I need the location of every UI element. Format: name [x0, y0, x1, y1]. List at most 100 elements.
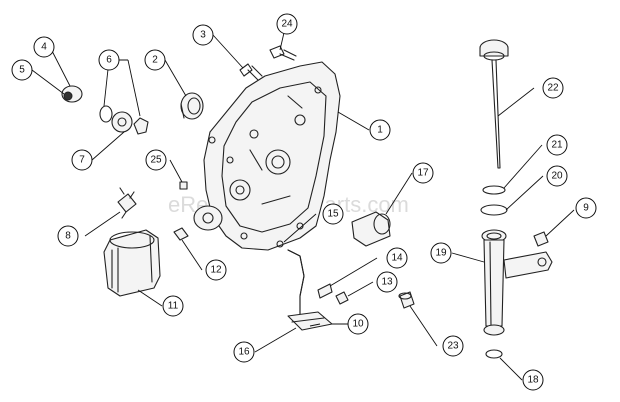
svg-text:8: 8 [65, 231, 71, 242]
callout-16: 16 [233, 341, 255, 363]
callout-14: 14 [386, 247, 408, 269]
leader-17 [385, 172, 413, 215]
callout-1: 1 [369, 119, 391, 141]
leader-14 [329, 257, 378, 287]
leader-5 [31, 69, 65, 95]
o-ring-21 [482, 185, 506, 195]
bolt-24 [269, 45, 297, 61]
leader-18 [499, 357, 523, 381]
callout-11: 11 [162, 295, 184, 317]
leader-16 [254, 327, 297, 353]
fitting-23 [398, 291, 415, 309]
governor-assembly [111, 111, 149, 135]
screw-13 [335, 291, 349, 305]
small-plug-25 [179, 181, 188, 190]
svg-text:24: 24 [281, 19, 293, 30]
leader-25 [169, 159, 183, 183]
svg-text:7: 7 [79, 155, 85, 166]
callout-17: 17 [412, 162, 434, 184]
callout-25: 25 [145, 149, 167, 171]
leader-1 [337, 111, 370, 131]
leader-12 [181, 239, 203, 271]
svg-text:10: 10 [352, 319, 364, 330]
o-ring-6 [99, 105, 113, 123]
leader-10a [309, 323, 321, 327]
leader-9 [545, 209, 575, 237]
oil-filter [103, 229, 161, 297]
pressure-switch [117, 187, 137, 219]
svg-text:16: 16 [238, 347, 250, 358]
svg-text:18: 18 [527, 375, 539, 386]
svg-text:3: 3 [200, 30, 206, 41]
o-ring-18 [485, 349, 503, 359]
leader-7 [91, 131, 125, 161]
callout-20: 20 [546, 165, 568, 187]
oil-fill-tube [481, 229, 553, 336]
svg-text:17: 17 [417, 168, 429, 179]
sleeve [351, 211, 391, 247]
callout-9: 9 [575, 197, 597, 219]
callout-3: 3 [192, 24, 214, 46]
svg-text:1: 1 [377, 125, 383, 136]
svg-text:9: 9 [583, 203, 589, 214]
callout-7: 7 [71, 149, 93, 171]
oil-seal [180, 92, 204, 120]
dipstick [479, 39, 509, 169]
svg-text:12: 12 [210, 265, 222, 276]
leader-6c [127, 59, 141, 117]
bracket [317, 283, 333, 299]
svg-text:13: 13 [381, 277, 393, 288]
svg-text:5: 5 [19, 65, 25, 76]
callout-8: 8 [57, 225, 79, 247]
drain-plug [173, 227, 189, 241]
callout-12: 12 [205, 259, 227, 281]
svg-text:20: 20 [551, 171, 563, 182]
callout-18: 18 [522, 369, 544, 391]
svg-text:6: 6 [106, 55, 112, 66]
callout-10: 10 [347, 313, 369, 335]
callout-2: 2 [144, 49, 166, 71]
callout-15: 15 [322, 203, 344, 225]
leader-23 [409, 305, 438, 347]
leader-19 [451, 252, 485, 263]
bolt-3 [239, 63, 263, 81]
svg-text:15: 15 [327, 209, 339, 220]
leader-8 [84, 211, 121, 237]
svg-text:19: 19 [435, 248, 447, 259]
callout-24: 24 [276, 13, 298, 35]
o-ring-15 [276, 240, 284, 248]
svg-text:21: 21 [551, 140, 563, 151]
small-cap-5 [63, 91, 73, 101]
svg-text:14: 14 [391, 253, 403, 264]
callout-6: 6 [98, 49, 120, 71]
svg-text:23: 23 [447, 341, 459, 352]
leader-22 [497, 87, 535, 117]
callout-13: 13 [376, 271, 398, 293]
oil-pickup-tube [287, 249, 333, 331]
callout-21: 21 [546, 134, 568, 156]
leader-4 [49, 46, 71, 87]
callout-19: 19 [430, 242, 452, 264]
leader-11 [137, 289, 163, 307]
svg-text:11: 11 [168, 301, 179, 312]
svg-text:2: 2 [152, 55, 158, 66]
callouts: 1 2 3 4 5 6 7 8 9 10 11 12 13 14 15 16 1… [11, 13, 597, 391]
svg-text:25: 25 [150, 155, 162, 166]
leader-2 [164, 59, 187, 97]
callout-22: 22 [542, 77, 564, 99]
leader-15 [283, 213, 317, 243]
leader-21 [503, 144, 543, 189]
callout-23: 23 [442, 335, 464, 357]
svg-text:4: 4 [41, 42, 47, 53]
leader-20 [505, 175, 544, 211]
svg-text:22: 22 [547, 83, 559, 94]
leader-3 [212, 34, 244, 69]
callout-5: 5 [11, 59, 33, 81]
screw-9 [533, 231, 549, 247]
leader-13 [347, 281, 374, 297]
callout-4: 4 [33, 36, 55, 58]
gear-cover [193, 61, 341, 251]
o-ring-20 [480, 204, 508, 216]
leader-lines [31, 23, 575, 381]
